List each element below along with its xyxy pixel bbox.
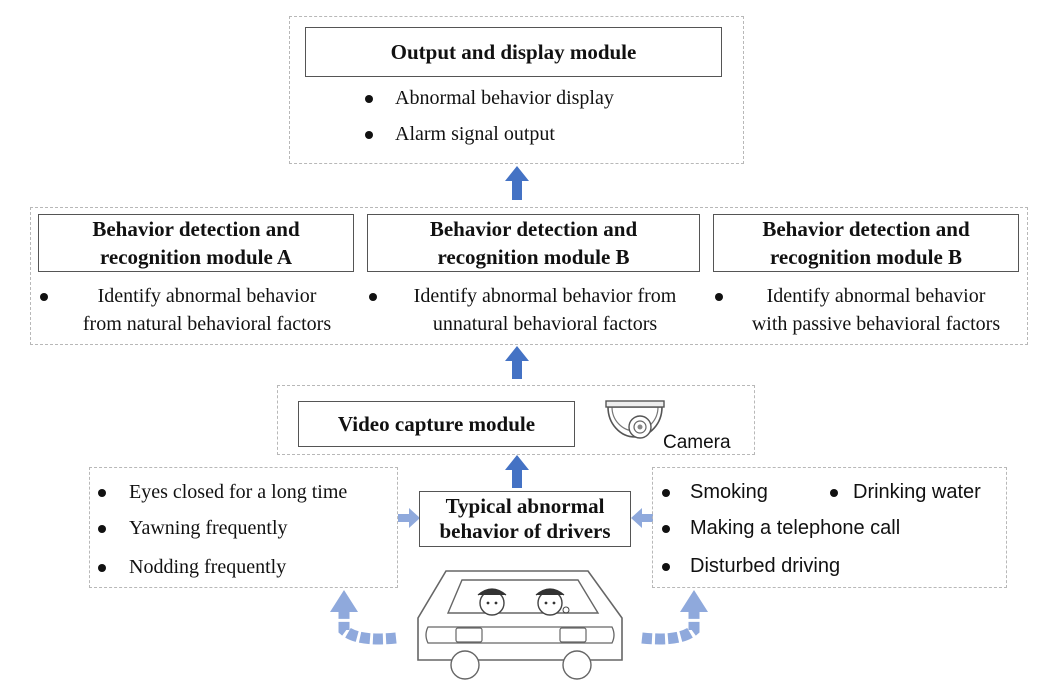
output-bullet-text: Alarm signal output — [395, 123, 555, 145]
module-b-description: Identify abnormal behavior from unnatura… — [369, 282, 705, 338]
behavior-text: Yawning frequently — [129, 517, 288, 539]
bullet-dot — [365, 95, 373, 103]
description-text: Identify abnormal behavior with passive … — [731, 282, 1021, 338]
up-arrow-icon — [505, 166, 529, 200]
video-module-container — [277, 385, 755, 455]
right-behavior-item: Making a telephone call — [662, 514, 900, 542]
right-behavior-item: Smoking — [662, 478, 768, 506]
behavior-text: Making a telephone call — [690, 517, 901, 539]
right-behavior-item: Disturbed driving — [662, 552, 840, 580]
desc-line: unnatural behavioral factors — [432, 313, 658, 335]
detection-modules-container — [30, 207, 1028, 345]
up-arrow-icon — [505, 455, 529, 488]
left-behavior-item: Yawning frequently — [98, 514, 288, 542]
detection-module-b-title: Behavior detection and recognition modul… — [367, 214, 700, 272]
detection-module-c-title: Behavior detection and recognition modul… — [713, 214, 1019, 272]
output-module-title: Output and display module — [305, 27, 722, 77]
behavior-text: Eyes closed for a long time — [129, 481, 348, 503]
output-bullet-text: Abnormal behavior display — [395, 87, 614, 109]
bullet-dot — [830, 489, 838, 497]
desc-line: from natural behavioral factors — [82, 313, 332, 335]
module-a-description: Identify abnormal behavior from natural … — [40, 282, 352, 338]
bullet-dot — [365, 131, 373, 139]
title-line: Behavior detection and — [429, 217, 638, 241]
title-line: recognition module A — [99, 245, 293, 269]
right-arrow-icon — [398, 508, 420, 528]
left-behavior-item: Eyes closed for a long time — [98, 478, 347, 506]
behavior-text: Disturbed driving — [690, 555, 841, 577]
behavior-text: Drinking water — [853, 481, 981, 503]
title-line: recognition module B — [437, 245, 630, 269]
left-behavior-item: Nodding frequently — [98, 553, 286, 581]
output-module-container — [289, 16, 744, 164]
left-arrow-icon — [631, 508, 653, 528]
curved-arrow-right-icon — [641, 590, 708, 645]
bullet-dot — [369, 293, 377, 301]
description-text: Identify abnormal behavior from unnatura… — [385, 282, 705, 338]
bullet-dot — [662, 489, 670, 497]
description-text: Identify abnormal behavior from natural … — [62, 282, 352, 338]
title-line: Typical abnormal — [445, 494, 605, 518]
right-behavior-item: Drinking water — [830, 478, 981, 506]
title-line: recognition module B — [769, 245, 963, 269]
bullet-dot — [98, 489, 106, 497]
output-bullet-2: Alarm signal output — [365, 120, 555, 148]
up-arrow-icon — [505, 346, 529, 379]
output-bullet-1: Abnormal behavior display — [365, 84, 614, 112]
desc-line: Identify abnormal behavior — [766, 285, 986, 307]
title-line: behavior of drivers — [439, 519, 611, 543]
title-line: Behavior detection and — [92, 217, 300, 241]
desc-line: with passive behavioral factors — [751, 313, 1001, 335]
desc-line: Identify abnormal behavior from — [413, 285, 677, 307]
bullet-dot — [98, 564, 106, 572]
behavior-text: Nodding frequently — [129, 556, 287, 578]
curved-arrow-left-icon — [330, 590, 397, 645]
camera-icon — [605, 400, 665, 439]
camera-label: Camera — [663, 432, 731, 453]
bullet-dot — [662, 563, 670, 571]
car-with-drivers-icon — [417, 570, 623, 680]
bullet-dot — [40, 293, 48, 301]
bullet-dot — [98, 525, 106, 533]
bullet-dot — [662, 525, 670, 533]
desc-line: Identify abnormal behavior — [97, 285, 317, 307]
left-behaviors-container — [89, 467, 398, 588]
right-behaviors-container — [652, 467, 1007, 588]
title-line: Behavior detection and — [762, 217, 970, 241]
detection-module-a-title: Behavior detection and recognition modul… — [38, 214, 354, 272]
behavior-text: Smoking — [690, 481, 768, 503]
typical-abnormal-behavior-box: Typical abnormal behavior of drivers — [419, 491, 631, 547]
module-c-description: Identify abnormal behavior with passive … — [715, 282, 1021, 338]
bullet-dot — [715, 293, 723, 301]
video-module-title: Video capture module — [298, 401, 575, 447]
